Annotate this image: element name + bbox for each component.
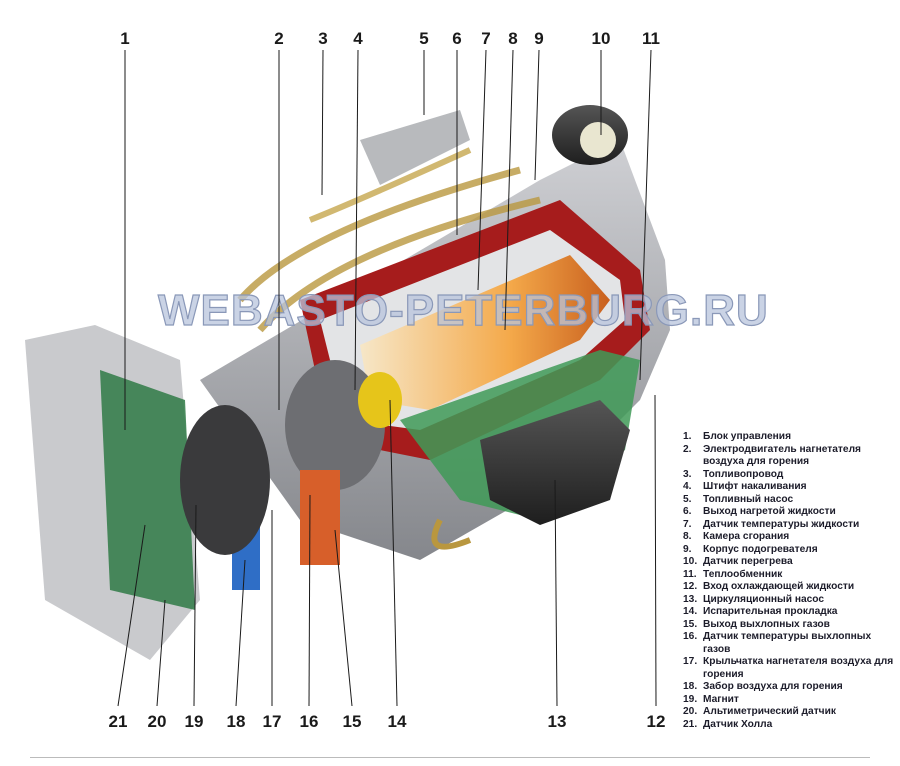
legend-item: 1. Блок управления: [683, 431, 898, 444]
legend-number: 7.: [683, 518, 692, 530]
legend-label: Альтиметрический датчик: [703, 706, 836, 717]
legend-number: 21.: [683, 718, 698, 730]
legend-number: 5.: [683, 493, 692, 505]
callout-14: 14: [388, 712, 407, 731]
legend-number: 10.: [683, 556, 698, 567]
legend-label: Камера сгорания: [703, 531, 790, 542]
callout-12: 12: [647, 712, 666, 731]
legend-number: 17.: [683, 656, 698, 667]
legend-item: 9. Корпус подогревателя: [683, 544, 898, 557]
callout-2: 2: [274, 29, 283, 48]
legend-number: 1.: [683, 431, 692, 442]
legend-number: 6.: [683, 506, 692, 517]
legend-label: Выход нагретой жидкости: [703, 506, 836, 517]
legend-label: Вход охлаждающей жидкости: [703, 581, 855, 592]
watermark: WEBASTO-PETERBURG.RU: [158, 286, 769, 335]
heater-housing: [200, 105, 670, 590]
legend-number: 11.: [683, 568, 697, 580]
callout-6: 6: [452, 29, 461, 48]
legend-number: 20.: [683, 706, 698, 717]
legend-item: 17. Крыльчатка нагнетателя воздуха для го…: [683, 656, 898, 681]
top-callouts: 1 2 3 4 5 6 7 8 9 10 11: [120, 29, 660, 48]
callout-19: 19: [185, 712, 204, 731]
legend-item: 18. Забор воздуха для горения: [683, 681, 898, 694]
parts-legend: 1. Блок управления 2. Электродвигатель нагн…: [683, 431, 898, 731]
callout-11: 11: [642, 29, 660, 48]
legend-item: 6. Выход нагретой жидкости: [683, 506, 898, 519]
legend-item: 15. Выход выхлопных газов: [683, 619, 898, 632]
bottom-callouts: 21 20 19 18 17 16 15 14 13 12: [109, 712, 666, 731]
callout-16: 16: [300, 712, 319, 731]
callout-3: 3: [318, 29, 327, 48]
legend-item: 4. Штифт накаливания: [683, 481, 898, 494]
legend-label: Блок управления: [703, 431, 792, 442]
callout-15: 15: [343, 712, 362, 731]
callout-4: 4: [353, 29, 363, 48]
callout-5: 5: [419, 29, 428, 48]
legend-label: Топливопровод: [703, 468, 784, 480]
legend-number: 18.: [683, 681, 698, 692]
legend-item: 21. Датчик Холла: [683, 719, 898, 732]
callout-21: 21: [109, 712, 128, 731]
legend-item: 2. Электродвигатель нагнетателя воздуха д…: [683, 444, 898, 469]
legend-number: 13.: [683, 593, 698, 605]
legend-number: 3.: [683, 468, 692, 480]
legend-number: 14.: [683, 606, 698, 617]
legend-label: Топливный насос: [703, 493, 794, 505]
control-unit: [25, 325, 270, 660]
legend-label: Датчик температуры жидкости: [703, 518, 860, 530]
legend-label: Датчик перегрева: [703, 556, 793, 567]
callout-8: 8: [508, 29, 517, 48]
callout-7: 7: [481, 29, 490, 48]
legend-item: 12. Вход охлаждающей жидкости: [683, 581, 898, 594]
legend-number: 19.: [683, 693, 698, 705]
legend-item: 11. Теплообменник: [683, 569, 898, 582]
callout-18: 18: [227, 712, 246, 731]
callout-20: 20: [148, 712, 167, 731]
callout-17: 17: [263, 712, 282, 731]
legend-number: 4.: [683, 481, 692, 492]
leader-lines: [117, 49, 657, 707]
divider: [30, 757, 870, 758]
callout-1: 1: [120, 29, 129, 48]
callout-13: 13: [548, 712, 567, 731]
legend-label: Циркуляционный насос: [703, 593, 825, 605]
legend-number: 12.: [683, 581, 698, 592]
legend-label: Датчик Холла: [703, 718, 773, 730]
legend-label: Выход выхлопных газов: [703, 618, 830, 630]
callout-10: 10: [592, 29, 611, 48]
legend-item: 10. Датчик перегрева: [683, 556, 898, 569]
legend-label: Испарительная прокладка: [703, 606, 838, 617]
legend-label: Магнит: [703, 693, 739, 705]
legend-number: 9.: [683, 543, 692, 555]
legend-label: Крыльчатка нагнетателя воздуха для горен…: [703, 656, 894, 680]
legend-number: 2.: [683, 443, 692, 455]
legend-number: 8.: [683, 531, 692, 542]
legend-item: 19. Магнит: [683, 694, 898, 707]
legend-item: 20. Альтиметрический датчик: [683, 706, 898, 719]
legend-item: 3. Топливопровод: [683, 469, 898, 482]
legend-item: 5. Топливный насос: [683, 494, 898, 507]
legend-item: 13. Циркуляционный насос: [683, 594, 898, 607]
legend-number: 16.: [683, 631, 698, 642]
legend-label: Датчик температуры выхлопных газов: [703, 631, 872, 655]
legend-number: 15.: [683, 618, 698, 630]
legend-label: Электродвигатель нагнетателя воздуха для…: [703, 443, 861, 468]
legend-item: 7. Датчик температуры жидкости: [683, 519, 898, 532]
legend-item: 8. Камера сгорания: [683, 531, 898, 544]
legend-item: 16. Датчик температуры выхлопных газов: [683, 631, 898, 656]
legend-item: 14. Испарительная прокладка: [683, 606, 898, 619]
legend-label: Корпус подогревателя: [703, 543, 818, 555]
callout-9: 9: [534, 29, 543, 48]
legend-label: Теплообменник: [703, 568, 783, 580]
legend-label: Штифт накаливания: [703, 481, 807, 492]
legend-label: Забор воздуха для горения: [703, 681, 843, 692]
